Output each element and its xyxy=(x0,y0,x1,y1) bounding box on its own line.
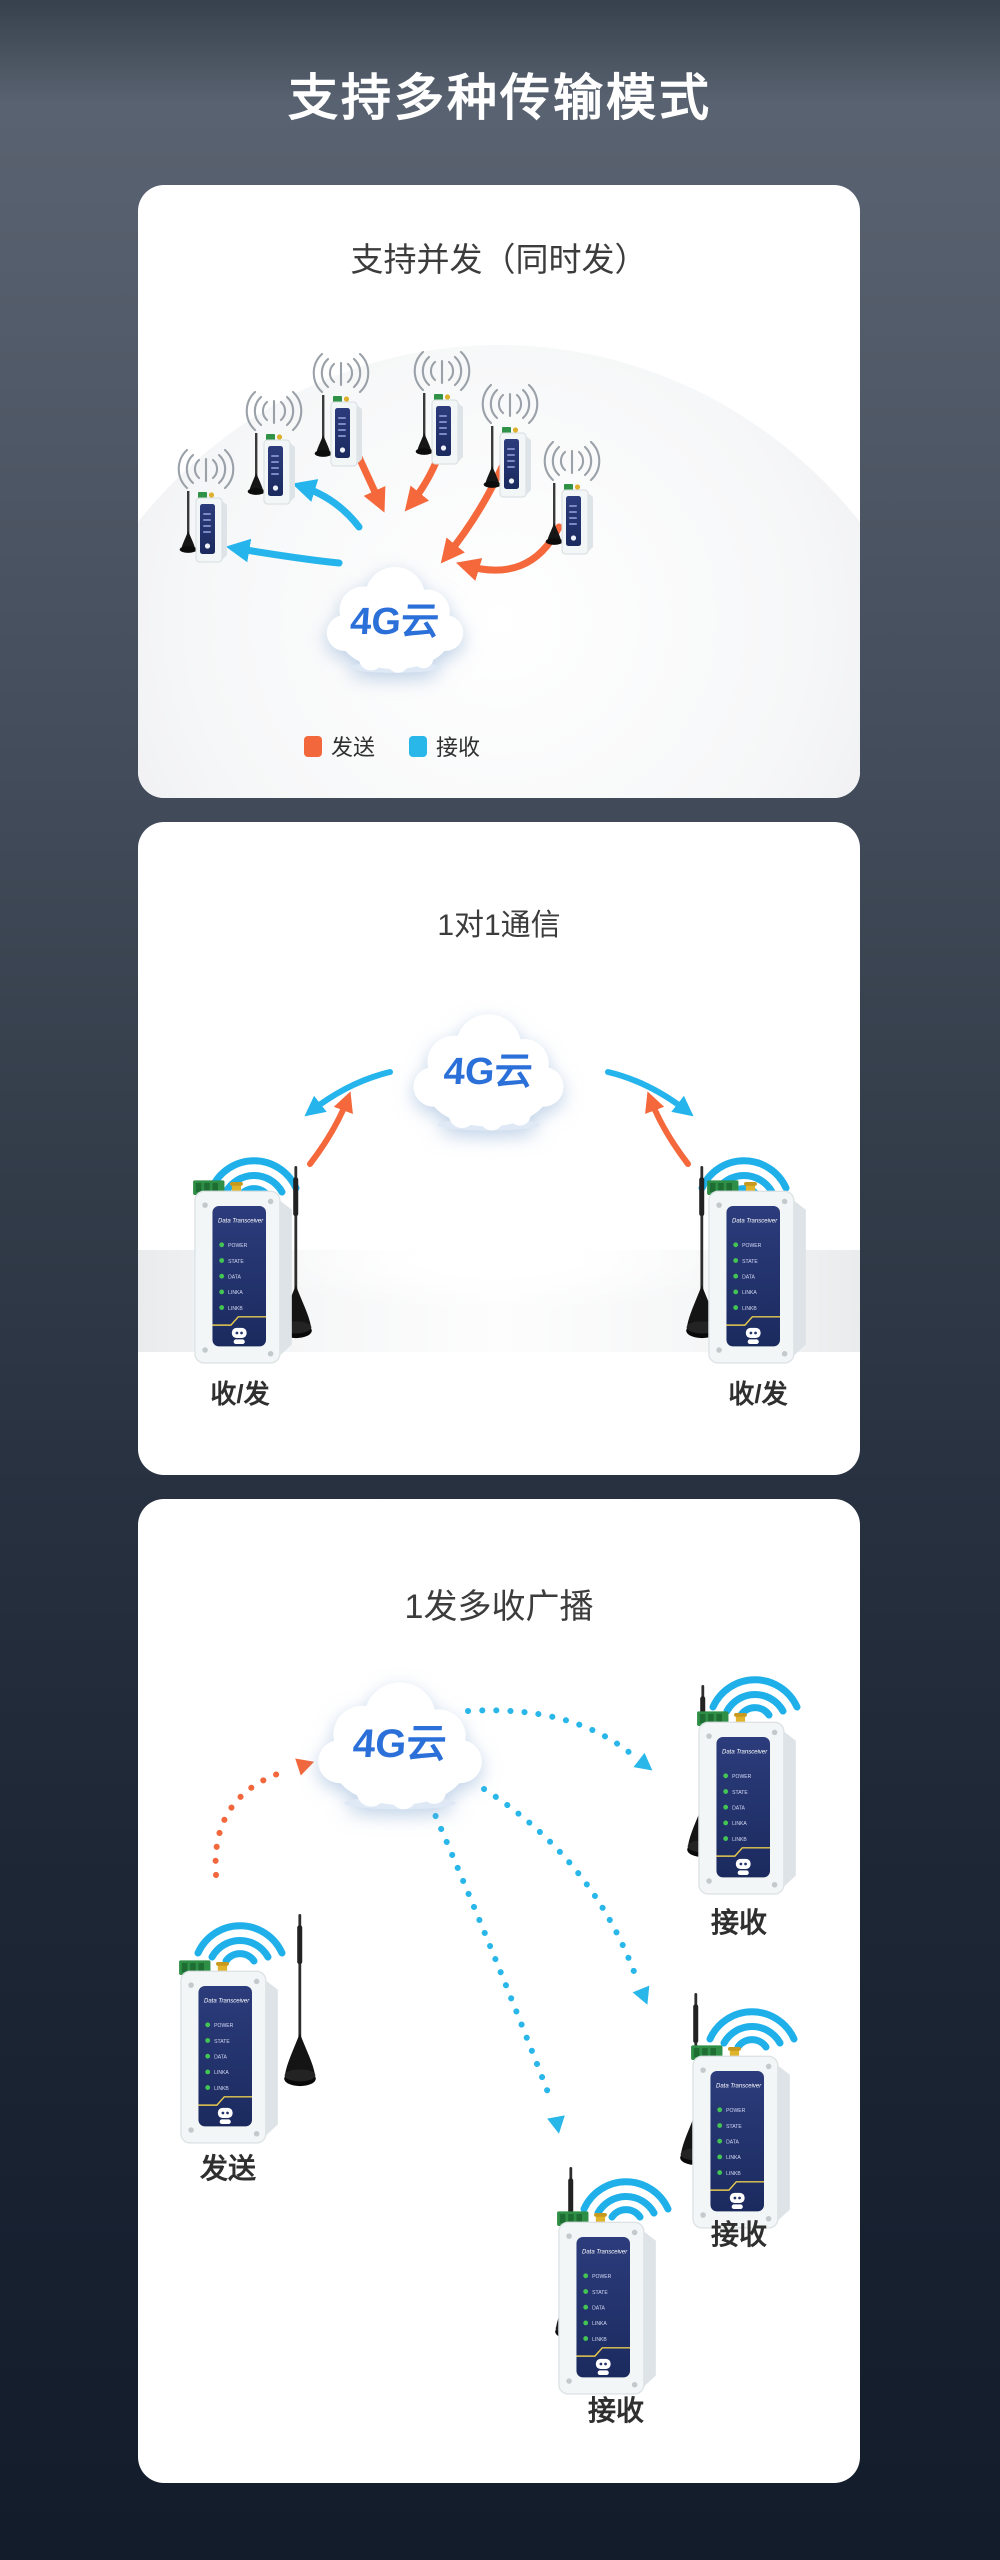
device-label: 收/发 xyxy=(728,1379,788,1409)
legend-send-label: 发送 xyxy=(330,735,375,760)
cloud-icon: 4G云 xyxy=(320,553,470,677)
device-label: 收/发 xyxy=(210,1379,270,1409)
legend-receive-label: 接收 xyxy=(436,735,481,760)
card3-title: 1发多收广播 xyxy=(404,1588,594,1626)
card1-title: 支持并发（同时发） xyxy=(350,241,648,278)
card-broadcast: 1发多收广播 4G云 发送 接收 xyxy=(138,1499,860,2483)
receive-arrow xyxy=(304,1069,393,1117)
receive-dotted-arrow xyxy=(465,1707,633,1756)
sender-label: 发送 xyxy=(199,2153,256,2184)
device-illustration xyxy=(680,2045,800,2230)
wifi-waves-icon xyxy=(190,1893,290,1967)
device-illustration xyxy=(686,1711,806,1896)
cloud-label: 4G云 xyxy=(351,1721,448,1766)
receiver-label: 接收 xyxy=(710,1907,767,1938)
device-illustration xyxy=(168,1960,288,2145)
page-title: 支持多种传输模式 xyxy=(288,70,712,126)
receiver-label: 接收 xyxy=(710,2219,767,2250)
device-illustration xyxy=(293,347,389,479)
send-swatch xyxy=(303,735,322,757)
receive-swatch xyxy=(409,735,427,757)
legend: 发送 接收 xyxy=(222,730,562,762)
card-one-to-one: 1对1通信 4G云 收/发 收/发 xyxy=(138,822,860,1475)
send-arrow xyxy=(440,463,506,564)
cloud-icon: 4G云 xyxy=(310,1667,490,1813)
send-dotted-arrow xyxy=(212,1768,289,1878)
cloud-label: 4G云 xyxy=(348,601,441,644)
card2-title: 1对1通信 xyxy=(437,909,561,942)
background-glow xyxy=(246,1222,752,1312)
receive-arrowhead xyxy=(632,1985,650,2005)
device-illustration xyxy=(696,1180,816,1365)
send-arrowhead xyxy=(295,1758,315,1776)
receive-dotted-arrow xyxy=(427,1800,555,2106)
legend-item-send: 发送 xyxy=(303,730,375,762)
arrows-overlay xyxy=(212,1707,653,2134)
arrows-overlay xyxy=(304,1069,694,1167)
card-concurrent: 支持并发（同时发） 4G云 发送 xyxy=(138,185,860,798)
device-illustration xyxy=(524,435,620,567)
receive-dotted-arrow xyxy=(481,1786,639,1980)
device-illustration xyxy=(182,1180,302,1365)
device-illustration xyxy=(546,2211,666,2396)
send-arrow xyxy=(645,1091,691,1167)
legend-item-receive: 接收 xyxy=(409,730,480,762)
receive-arrowhead xyxy=(547,2115,565,2134)
receive-arrow xyxy=(292,479,363,531)
receive-arrow xyxy=(225,538,343,567)
receive-arrow xyxy=(605,1069,694,1117)
receiver-label: 接收 xyxy=(587,2395,644,2426)
receive-arrowhead xyxy=(633,1752,653,1771)
send-arrow xyxy=(307,1091,353,1167)
